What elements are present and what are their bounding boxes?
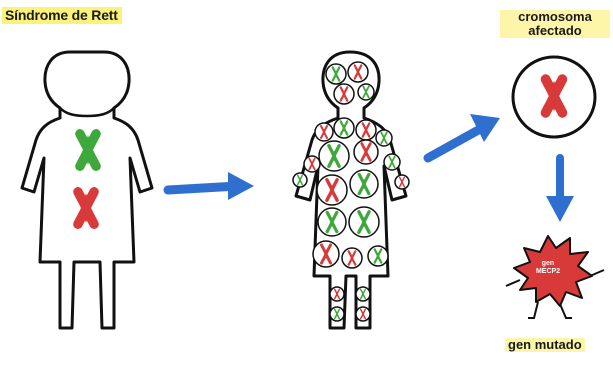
affected-chromosome-label: cromosoma afectado xyxy=(500,10,610,38)
diagram-title: Síndrome de Rett xyxy=(2,7,122,24)
affected-label-line2: afectado xyxy=(526,24,583,38)
gene-name-label: gen MECP2 xyxy=(528,260,568,276)
woman-cells-figure xyxy=(293,52,409,328)
cell-icon xyxy=(513,57,595,137)
arrow-icon xyxy=(428,114,500,158)
gene-name-line2: MECP2 xyxy=(528,268,568,276)
arrow-icon xyxy=(168,172,254,200)
mutated-gene-label: gen mutado xyxy=(505,338,585,352)
arrow-icon xyxy=(546,158,574,222)
gene-name-line1: gen xyxy=(528,260,568,268)
affected-label-line1: cromosoma xyxy=(516,10,594,24)
woman-outline-icon xyxy=(22,52,152,328)
gene-starburst-icon xyxy=(506,236,604,318)
